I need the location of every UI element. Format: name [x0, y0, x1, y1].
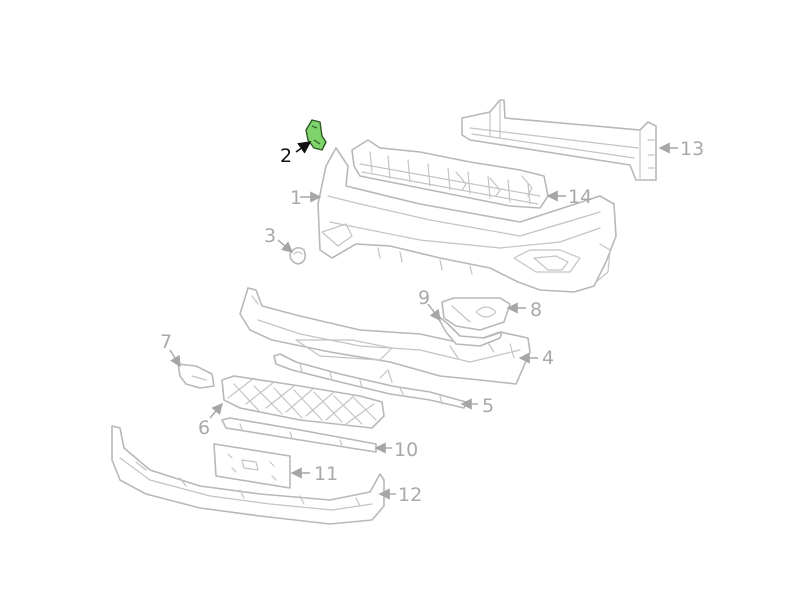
callout-7: 7	[160, 331, 172, 353]
part-7-tow-cover	[177, 363, 215, 389]
callout-9: 9	[418, 287, 430, 309]
callout-2: 2	[280, 145, 292, 167]
part-9-trim	[435, 313, 503, 347]
part-6-mesh-grille	[221, 375, 385, 429]
part-8-fog-bezel	[441, 297, 511, 331]
callout-8: 8	[530, 299, 542, 321]
callout-4: 4	[542, 347, 554, 369]
part-11-plate-bracket	[213, 443, 291, 489]
part-3-clip-ring	[289, 246, 306, 265]
part-14-absorber-bracket	[351, 139, 549, 209]
callout-labels: 1 2 3 4 5 6 7 8 9 10 11 12 13 14	[160, 138, 704, 506]
callout-12: 12	[398, 484, 422, 506]
callout-11: 11	[314, 463, 338, 485]
callout-5: 5	[482, 395, 494, 417]
callout-6: 6	[198, 417, 210, 439]
part-13-reinforcement-beam	[461, 99, 657, 181]
part-1-bumper-cover	[317, 147, 617, 293]
callout-14: 14	[568, 186, 592, 208]
callout-1: 1	[290, 187, 302, 209]
leader-lines	[169, 141, 678, 500]
callout-3: 3	[264, 225, 276, 247]
part-4-lower-fascia	[239, 287, 531, 385]
part-2-bracket-highlighted	[305, 119, 327, 151]
callout-10: 10	[394, 439, 418, 461]
callout-13: 13	[680, 138, 704, 160]
part-12-lower-valance	[111, 425, 385, 525]
